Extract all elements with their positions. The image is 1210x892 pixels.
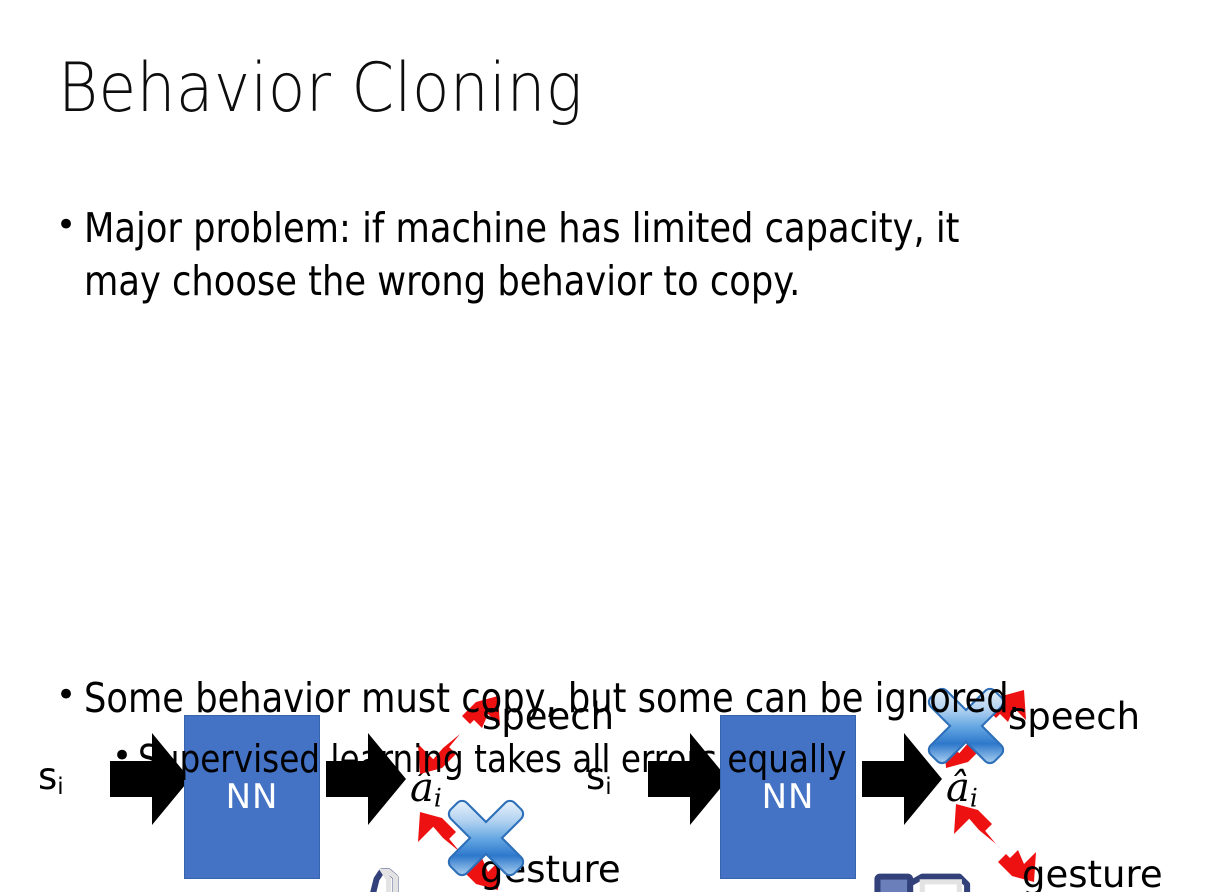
output-action-label-left: âi bbox=[410, 765, 442, 813]
bullet-supervised-learning: • Supervised learning takes all errors e… bbox=[112, 734, 962, 784]
input-arrow-icon-left bbox=[110, 733, 190, 825]
branch-arrow-gesture-right bbox=[952, 800, 1038, 886]
thumbs-up-icon bbox=[328, 867, 432, 892]
bullet-indent-spacer bbox=[56, 255, 84, 261]
branch-label-speech-left: speech bbox=[482, 695, 615, 738]
nn-box-label: NN bbox=[761, 777, 815, 817]
page-title: Behavior Cloning bbox=[58, 49, 583, 128]
output-arrow-icon-right bbox=[862, 733, 942, 825]
bullet-text: Supervised learning takes all errors equ… bbox=[138, 737, 847, 781]
bullet-text: Some behavior must copy, but some can be… bbox=[84, 674, 1020, 722]
bullet-major-problem: • Major problem: if machine has limited … bbox=[56, 202, 1102, 308]
bullet-text-line2: may choose the wrong behavior to copy. bbox=[84, 257, 801, 305]
diagram-right: si NN Actor âi bbox=[558, 340, 1163, 892]
nn-box-left: NN bbox=[184, 715, 320, 879]
nn-box-right: NN bbox=[720, 715, 856, 879]
output-arrow-icon-left bbox=[326, 733, 406, 825]
cross-out-icon-gesture-left bbox=[444, 796, 528, 880]
nn-box-label: NN bbox=[225, 777, 279, 817]
branch-label-speech-right: speech bbox=[1008, 695, 1141, 738]
bullet-marker-icon: • bbox=[56, 675, 77, 715]
bullet-marker-icon: • bbox=[112, 736, 133, 776]
bullet-text-line1: Major problem: if machine has limited ca… bbox=[84, 204, 960, 252]
input-state-label-left: si bbox=[38, 755, 64, 801]
diagram-left: si NN Actor âi bbox=[10, 340, 621, 892]
input-arrow-icon-right bbox=[648, 733, 728, 825]
output-action-label-right: âi bbox=[946, 765, 978, 813]
thumbs-down-icon bbox=[872, 868, 976, 892]
bullet-marker-icon: • bbox=[56, 205, 77, 245]
branch-arrow-speech-left bbox=[416, 692, 502, 778]
bullet-some-behavior: • Some behavior must copy, but some can … bbox=[56, 672, 1172, 725]
branch-label-gesture-right: gesture bbox=[1022, 853, 1163, 892]
input-state-label-right: si bbox=[586, 755, 612, 801]
cross-out-icon-speech-right bbox=[924, 684, 1008, 768]
